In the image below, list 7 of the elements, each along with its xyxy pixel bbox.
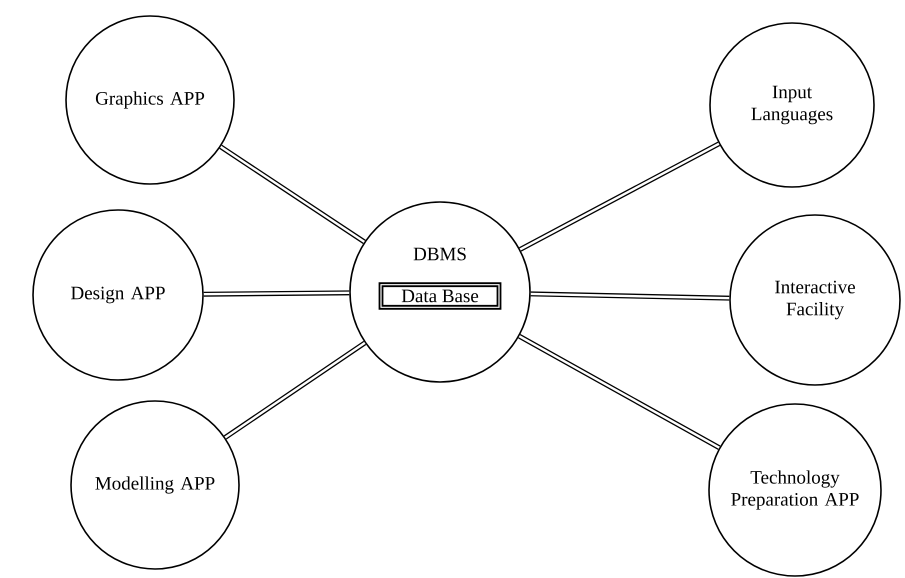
- double-line: [518, 334, 720, 450]
- data-base-box: Data Base: [378, 282, 502, 310]
- double-line: [204, 290, 350, 297]
- double-line: [519, 142, 720, 252]
- double-line: [530, 291, 730, 301]
- double-line: [224, 340, 366, 440]
- double-line: [219, 144, 366, 244]
